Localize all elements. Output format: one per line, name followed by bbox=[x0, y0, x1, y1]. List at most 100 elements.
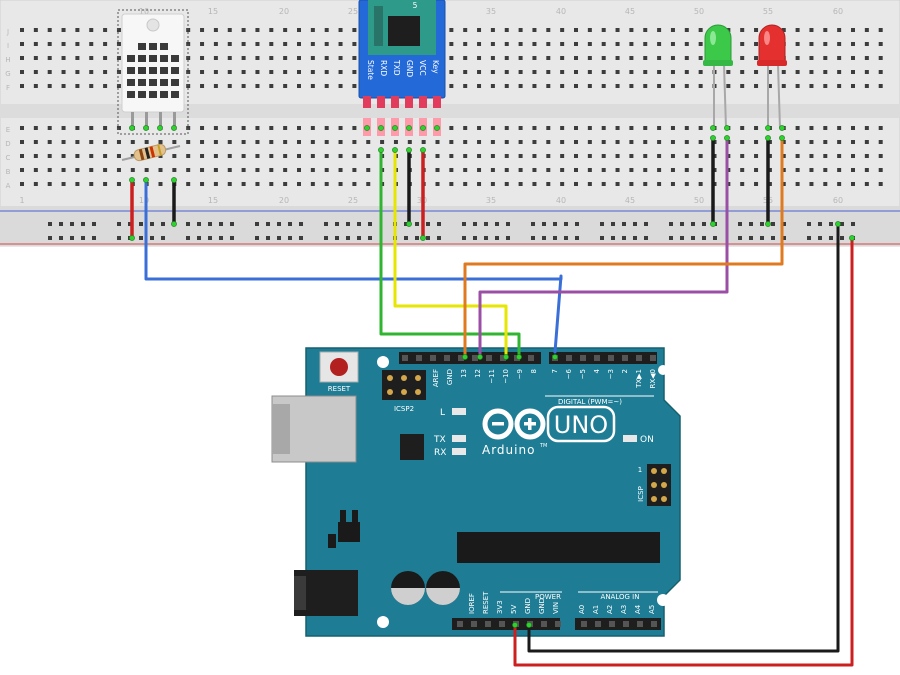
breadboard-hole bbox=[518, 154, 523, 158]
reset-label: RESET bbox=[328, 385, 351, 393]
logo-plus-v bbox=[528, 418, 532, 430]
breadboard-hole bbox=[767, 154, 772, 158]
power-pin-label: 3V3 bbox=[496, 600, 504, 614]
breadboard-hole bbox=[61, 28, 66, 32]
breadboard-hole bbox=[629, 140, 634, 144]
breadboard-hole bbox=[47, 182, 52, 186]
breadboard-hole bbox=[781, 182, 786, 186]
rail-hole bbox=[611, 236, 615, 240]
breadboard-hole bbox=[116, 28, 121, 32]
breadboard-hole bbox=[767, 70, 772, 74]
breadboard-hole bbox=[754, 42, 759, 46]
breadboard-hole bbox=[241, 56, 246, 60]
breadboard-hole bbox=[352, 154, 357, 158]
breadboard-hole bbox=[643, 28, 648, 32]
rail-hole bbox=[277, 222, 281, 226]
breadboard-hole bbox=[338, 126, 343, 130]
breadboard-hole bbox=[61, 70, 66, 74]
breadboard-hole bbox=[518, 182, 523, 186]
breadboard-hole bbox=[283, 168, 288, 172]
rail-hole bbox=[818, 222, 822, 226]
breadboard-hole bbox=[324, 154, 329, 158]
breadboard-hole bbox=[89, 28, 94, 32]
breadboard-hole bbox=[463, 84, 468, 88]
icsp2-pin bbox=[401, 389, 407, 395]
rail-hole bbox=[266, 236, 270, 240]
wires bbox=[130, 136, 854, 667]
rail-hole bbox=[150, 236, 154, 240]
dht-grille-slot bbox=[127, 67, 135, 74]
breadboard-hole bbox=[75, 56, 80, 60]
breadboard-hole bbox=[684, 56, 689, 60]
wire-endpoint bbox=[516, 354, 522, 360]
breadboard-hole bbox=[130, 140, 135, 144]
breadboard-hole bbox=[504, 182, 509, 186]
breadboard-hole bbox=[324, 126, 329, 130]
rail-hole bbox=[564, 222, 568, 226]
breadboard-hole bbox=[574, 140, 578, 144]
rail-hole bbox=[161, 222, 165, 226]
rail-hole bbox=[575, 236, 579, 240]
digital-header-hole bbox=[580, 355, 586, 361]
breadboard-hole bbox=[504, 168, 509, 172]
breadboard-hole bbox=[200, 140, 205, 144]
breadboard-hole bbox=[878, 84, 883, 88]
breadboard-hole bbox=[754, 126, 759, 130]
breadboard-hole bbox=[532, 140, 537, 144]
dht-grille-slot bbox=[138, 67, 146, 74]
rail-hole bbox=[484, 236, 488, 240]
breadboard-hole bbox=[172, 140, 177, 144]
wire-endpoint bbox=[503, 354, 509, 360]
dht-grille-slot bbox=[138, 91, 146, 98]
breadboard-hole bbox=[297, 42, 301, 46]
wire-endpoint bbox=[406, 221, 412, 227]
wire-endpoint bbox=[477, 354, 483, 360]
breadboard-hole bbox=[463, 42, 468, 46]
rail-hole bbox=[128, 222, 132, 226]
analog-header-hole bbox=[623, 621, 629, 627]
breadboard-hole bbox=[809, 28, 814, 32]
bt-header-pin bbox=[391, 96, 399, 108]
wire-endpoint bbox=[835, 221, 841, 227]
wire-endpoint bbox=[392, 147, 398, 153]
digital-pin-label: RX◀0 bbox=[649, 369, 657, 389]
rail-hole bbox=[633, 236, 637, 240]
rail-hole bbox=[324, 222, 328, 226]
breadboard-hole bbox=[643, 126, 648, 130]
breadboard-hole bbox=[615, 154, 620, 158]
breadboard-hole bbox=[754, 70, 759, 74]
breadboard-hole bbox=[283, 126, 288, 130]
breadboard-hole bbox=[657, 70, 662, 74]
breadboard-hole bbox=[684, 154, 689, 158]
breadboard-hole bbox=[767, 84, 772, 88]
breadboard-hole bbox=[823, 84, 828, 88]
dht-pin bbox=[159, 112, 162, 126]
breadboard-hole bbox=[255, 168, 260, 172]
breadboard-hole bbox=[47, 168, 52, 172]
bluetooth-chip-label: 5 bbox=[413, 1, 418, 10]
rail-hole bbox=[473, 236, 477, 240]
rail-hole bbox=[553, 222, 557, 226]
rail-hole bbox=[564, 236, 568, 240]
breadboard-hole bbox=[144, 168, 149, 172]
breadboard-hole bbox=[47, 84, 52, 88]
breadboard-hole bbox=[601, 126, 606, 130]
breadboard-hole bbox=[449, 28, 454, 32]
breadboard-hole bbox=[477, 168, 482, 172]
wire-endpoint bbox=[129, 177, 135, 183]
breadboard-hole bbox=[864, 140, 869, 144]
led-green-leg bbox=[723, 63, 727, 129]
breadboard-hole bbox=[837, 42, 842, 46]
breadboard-hole bbox=[684, 182, 689, 186]
breadboard-hole bbox=[726, 84, 731, 88]
breadboard-hole bbox=[864, 56, 869, 60]
breadboard-hole bbox=[103, 56, 108, 60]
breadboard-hole bbox=[629, 56, 634, 60]
wire-endpoint bbox=[434, 125, 440, 131]
breadboard-hole bbox=[657, 126, 662, 130]
breadboard-hole bbox=[393, 140, 398, 144]
breadboard-hole bbox=[670, 140, 675, 144]
breadboard-hole bbox=[837, 28, 842, 32]
rail-hole bbox=[851, 222, 855, 226]
breadboard-hole bbox=[560, 140, 565, 144]
